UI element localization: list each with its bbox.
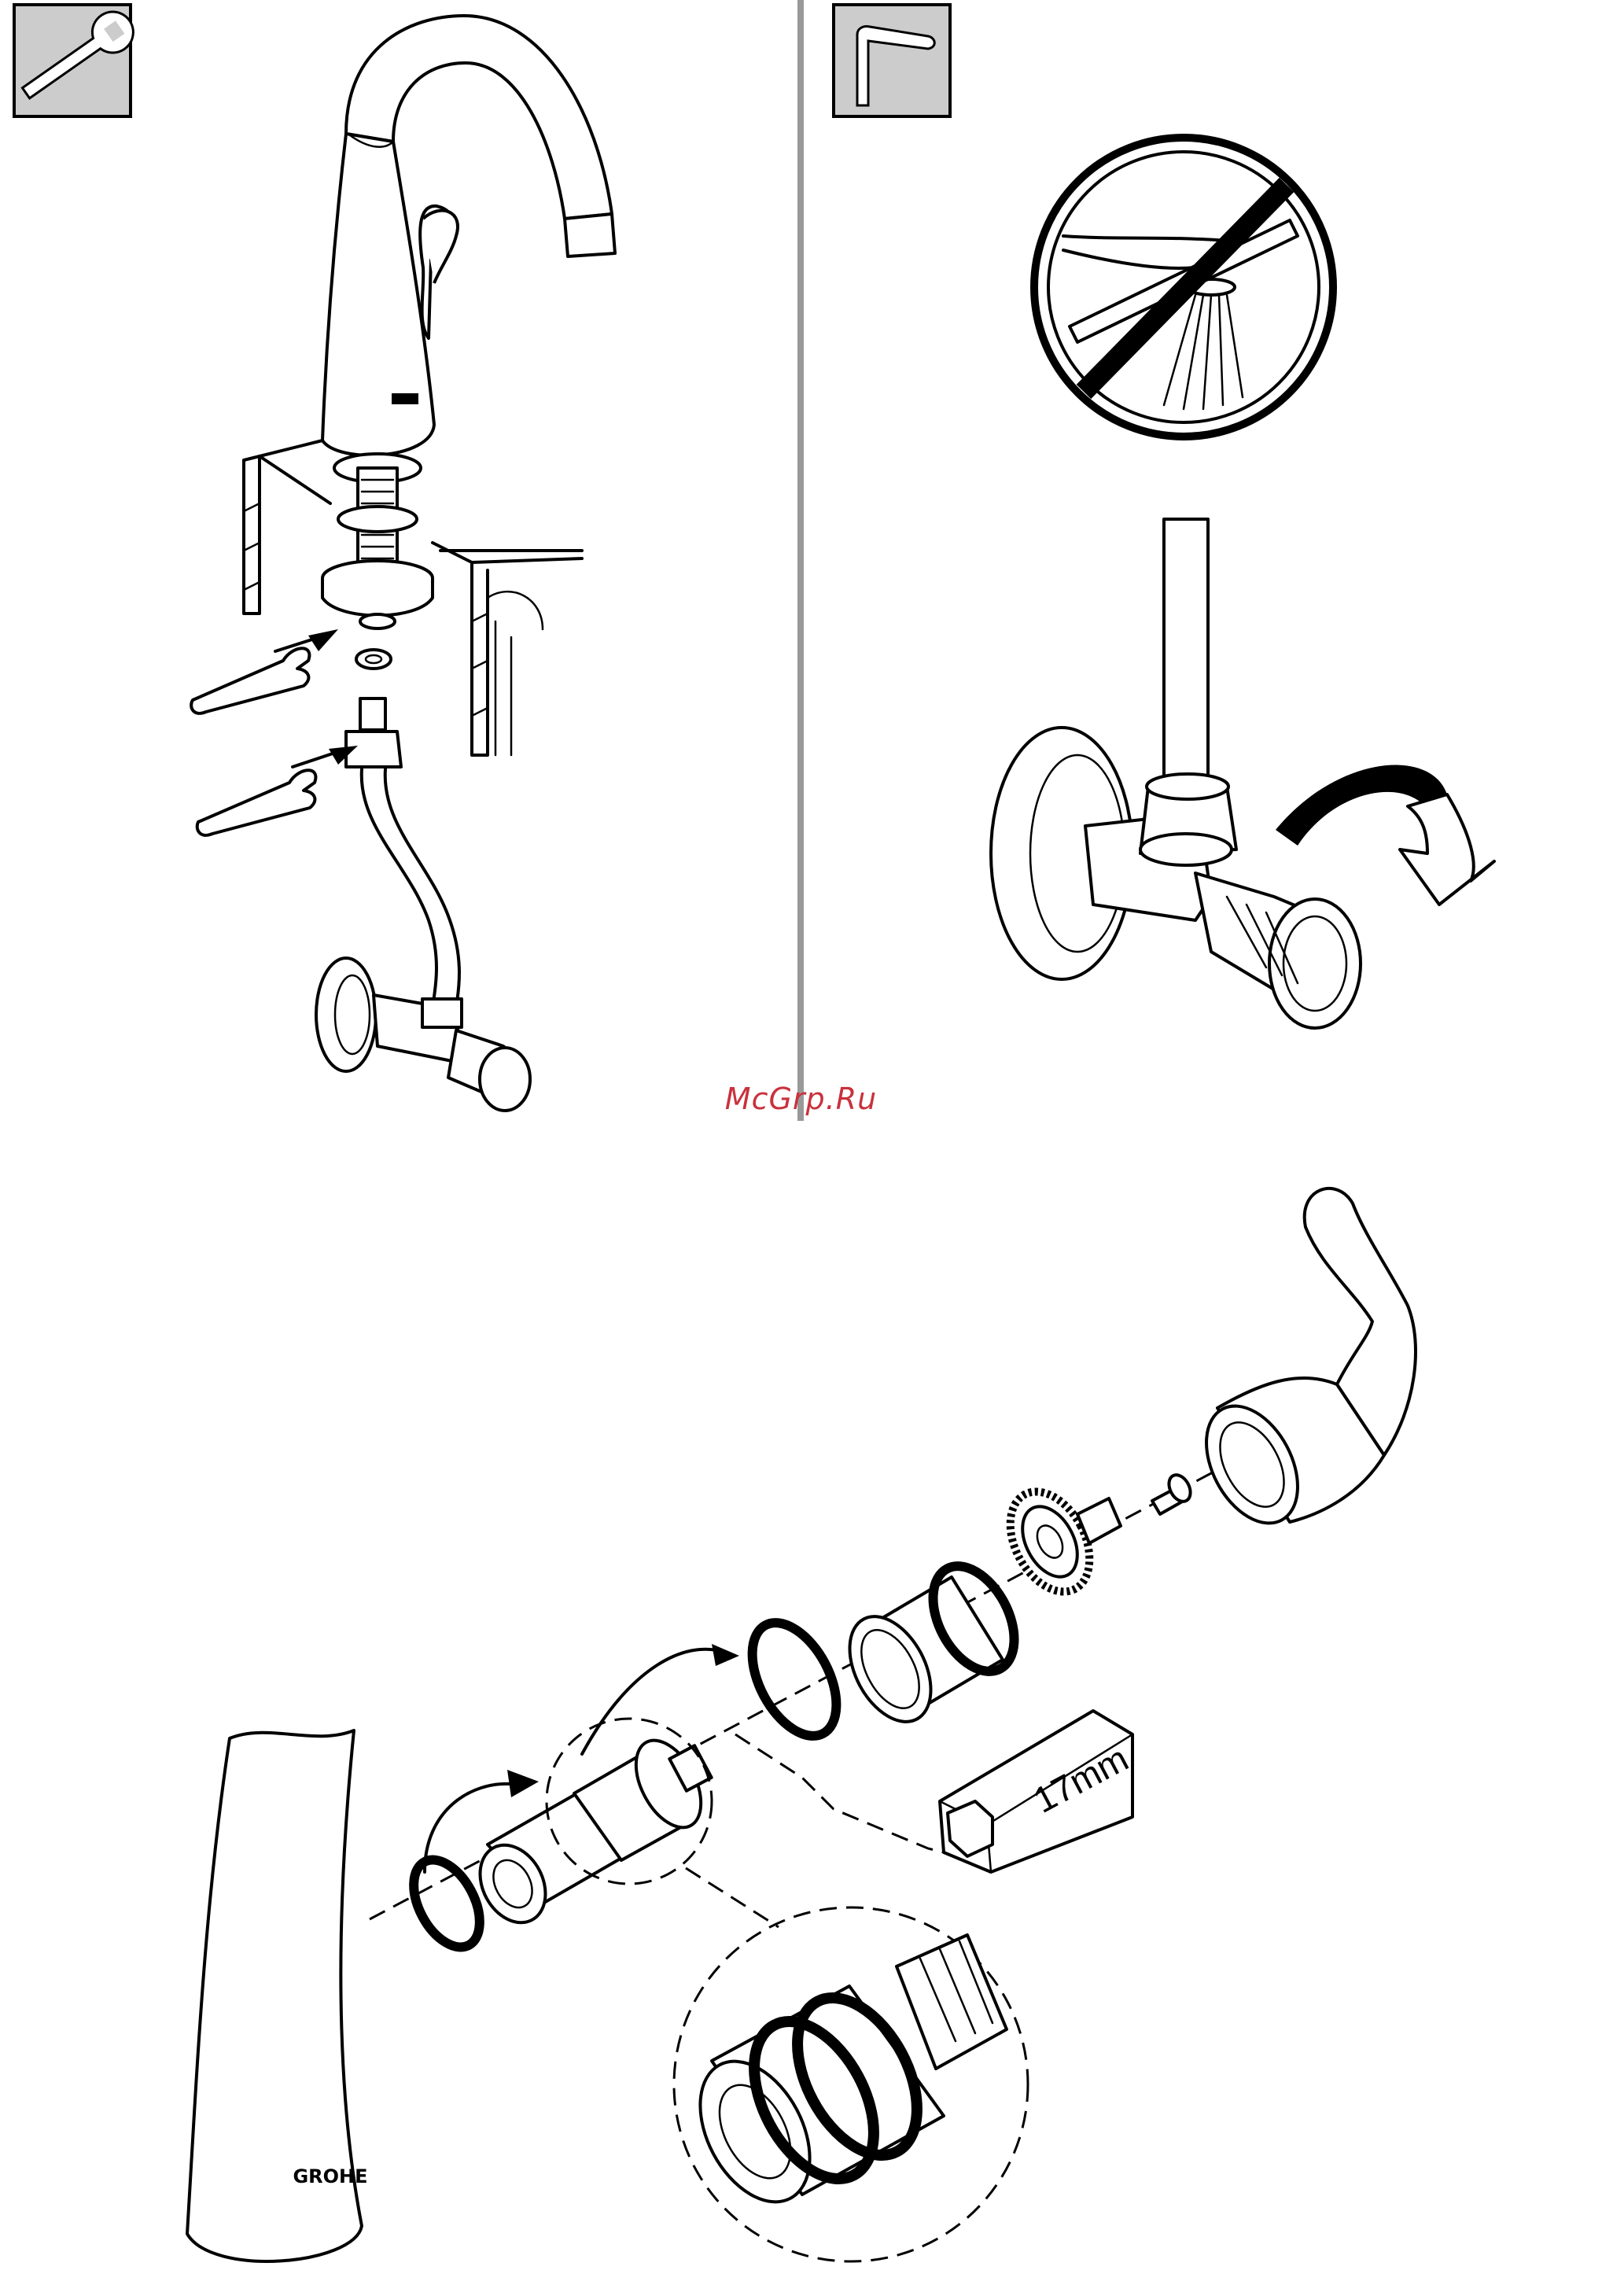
faucet-assembly [316, 16, 615, 1111]
wrench-guide-lower [197, 746, 358, 835]
angle-valve-closeup [991, 519, 1361, 1028]
turn-clockwise-arrow-icon [1276, 765, 1494, 905]
handle-screw [1152, 1471, 1195, 1514]
svg-text:GROHE: GROHE [293, 2165, 367, 2187]
spline-adapter [994, 1478, 1121, 1605]
lever-handle [1188, 1189, 1416, 1539]
hex-key-badge [834, 5, 950, 116]
o-ring-right [735, 1609, 854, 1749]
cartridge [467, 1730, 714, 1934]
brand-logo: GROHE [293, 2165, 367, 2187]
rotation-arrow-right [582, 1649, 724, 1754]
no-water-flow-icon [1034, 138, 1333, 437]
watermark: McGrp.Ru [0, 1082, 1602, 1116]
faucet-body-outline: GROHE [187, 1730, 368, 2261]
wrench-badge [14, 4, 142, 116]
cartridge-detail [678, 1935, 1007, 2220]
wrench-guide-upper [191, 629, 338, 713]
sleeve [833, 1553, 1030, 1735]
o-ring-left [400, 1849, 493, 1959]
